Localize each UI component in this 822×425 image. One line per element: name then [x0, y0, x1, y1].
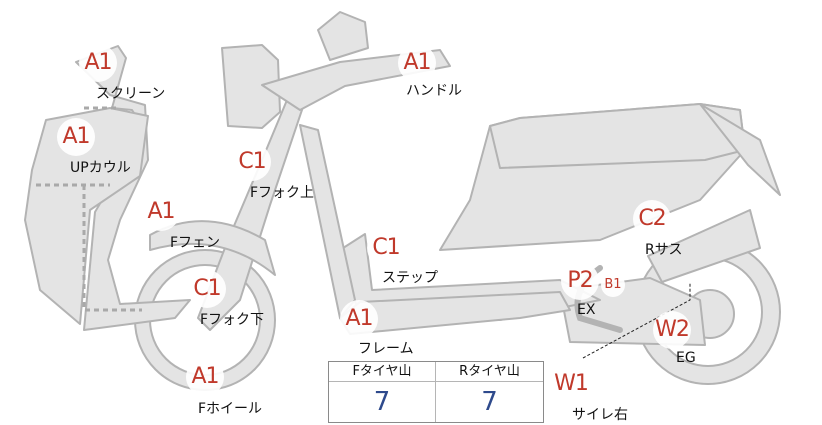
cowl-dash-v	[82, 185, 142, 312]
front-cowl	[75, 45, 191, 331]
label-engine: EG	[676, 350, 696, 366]
label-f-wheel: Fホイール	[198, 401, 263, 417]
front-fender	[149, 220, 276, 276]
label-step: ステップ	[382, 270, 438, 286]
front-fork	[197, 87, 309, 331]
grade-fork-upper: C1	[233, 143, 271, 181]
grade-engine: W2	[653, 311, 691, 349]
label-handle: ハンドル	[406, 83, 462, 99]
label-frame: フレーム	[358, 341, 414, 357]
grade-muffler: W1	[552, 365, 590, 403]
grade-handle: A1	[398, 44, 436, 82]
subgrade-exhaust: B1	[601, 273, 625, 297]
muffler-leader	[582, 283, 691, 359]
grade-f-fender: A1	[142, 193, 180, 231]
grade-up-cowl: A1	[57, 118, 95, 156]
front-tread-header: Fタイヤ山	[329, 362, 436, 382]
grade-frame: A1	[340, 300, 378, 338]
frame-tube	[299, 124, 356, 319]
front-tread-value: 7	[329, 382, 436, 422]
label-f-fender: Fフェン	[170, 235, 221, 251]
label-fork-lower: Fフォク下	[200, 312, 265, 328]
label-fork-upper: Fフォク上	[250, 185, 315, 201]
label-up-cowl: UPカウル	[70, 160, 131, 176]
grade-fork-lower: C1	[188, 270, 226, 308]
grade-screen: A1	[79, 44, 117, 82]
label-muffler: サイレ右	[572, 407, 628, 423]
rear-tread-header: Rタイヤ山	[436, 362, 543, 382]
grade-f-wheel: A1	[186, 358, 224, 396]
mirror	[317, 11, 369, 61]
rear-tread-value: 7	[481, 387, 498, 417]
label-screen: スクリーン	[96, 86, 166, 102]
grade-step: C1	[367, 229, 405, 267]
grade-r-sus: C2	[633, 200, 671, 238]
label-r-sus: Rサス	[645, 242, 683, 258]
tire-tread-table: Fタイヤ山 Rタイヤ山 7 7	[328, 361, 544, 423]
label-exhaust: EX	[577, 302, 596, 318]
tail	[699, 103, 781, 196]
headlight	[221, 44, 281, 129]
grade-exhaust: P2	[561, 262, 599, 300]
rear-shock	[647, 209, 761, 283]
